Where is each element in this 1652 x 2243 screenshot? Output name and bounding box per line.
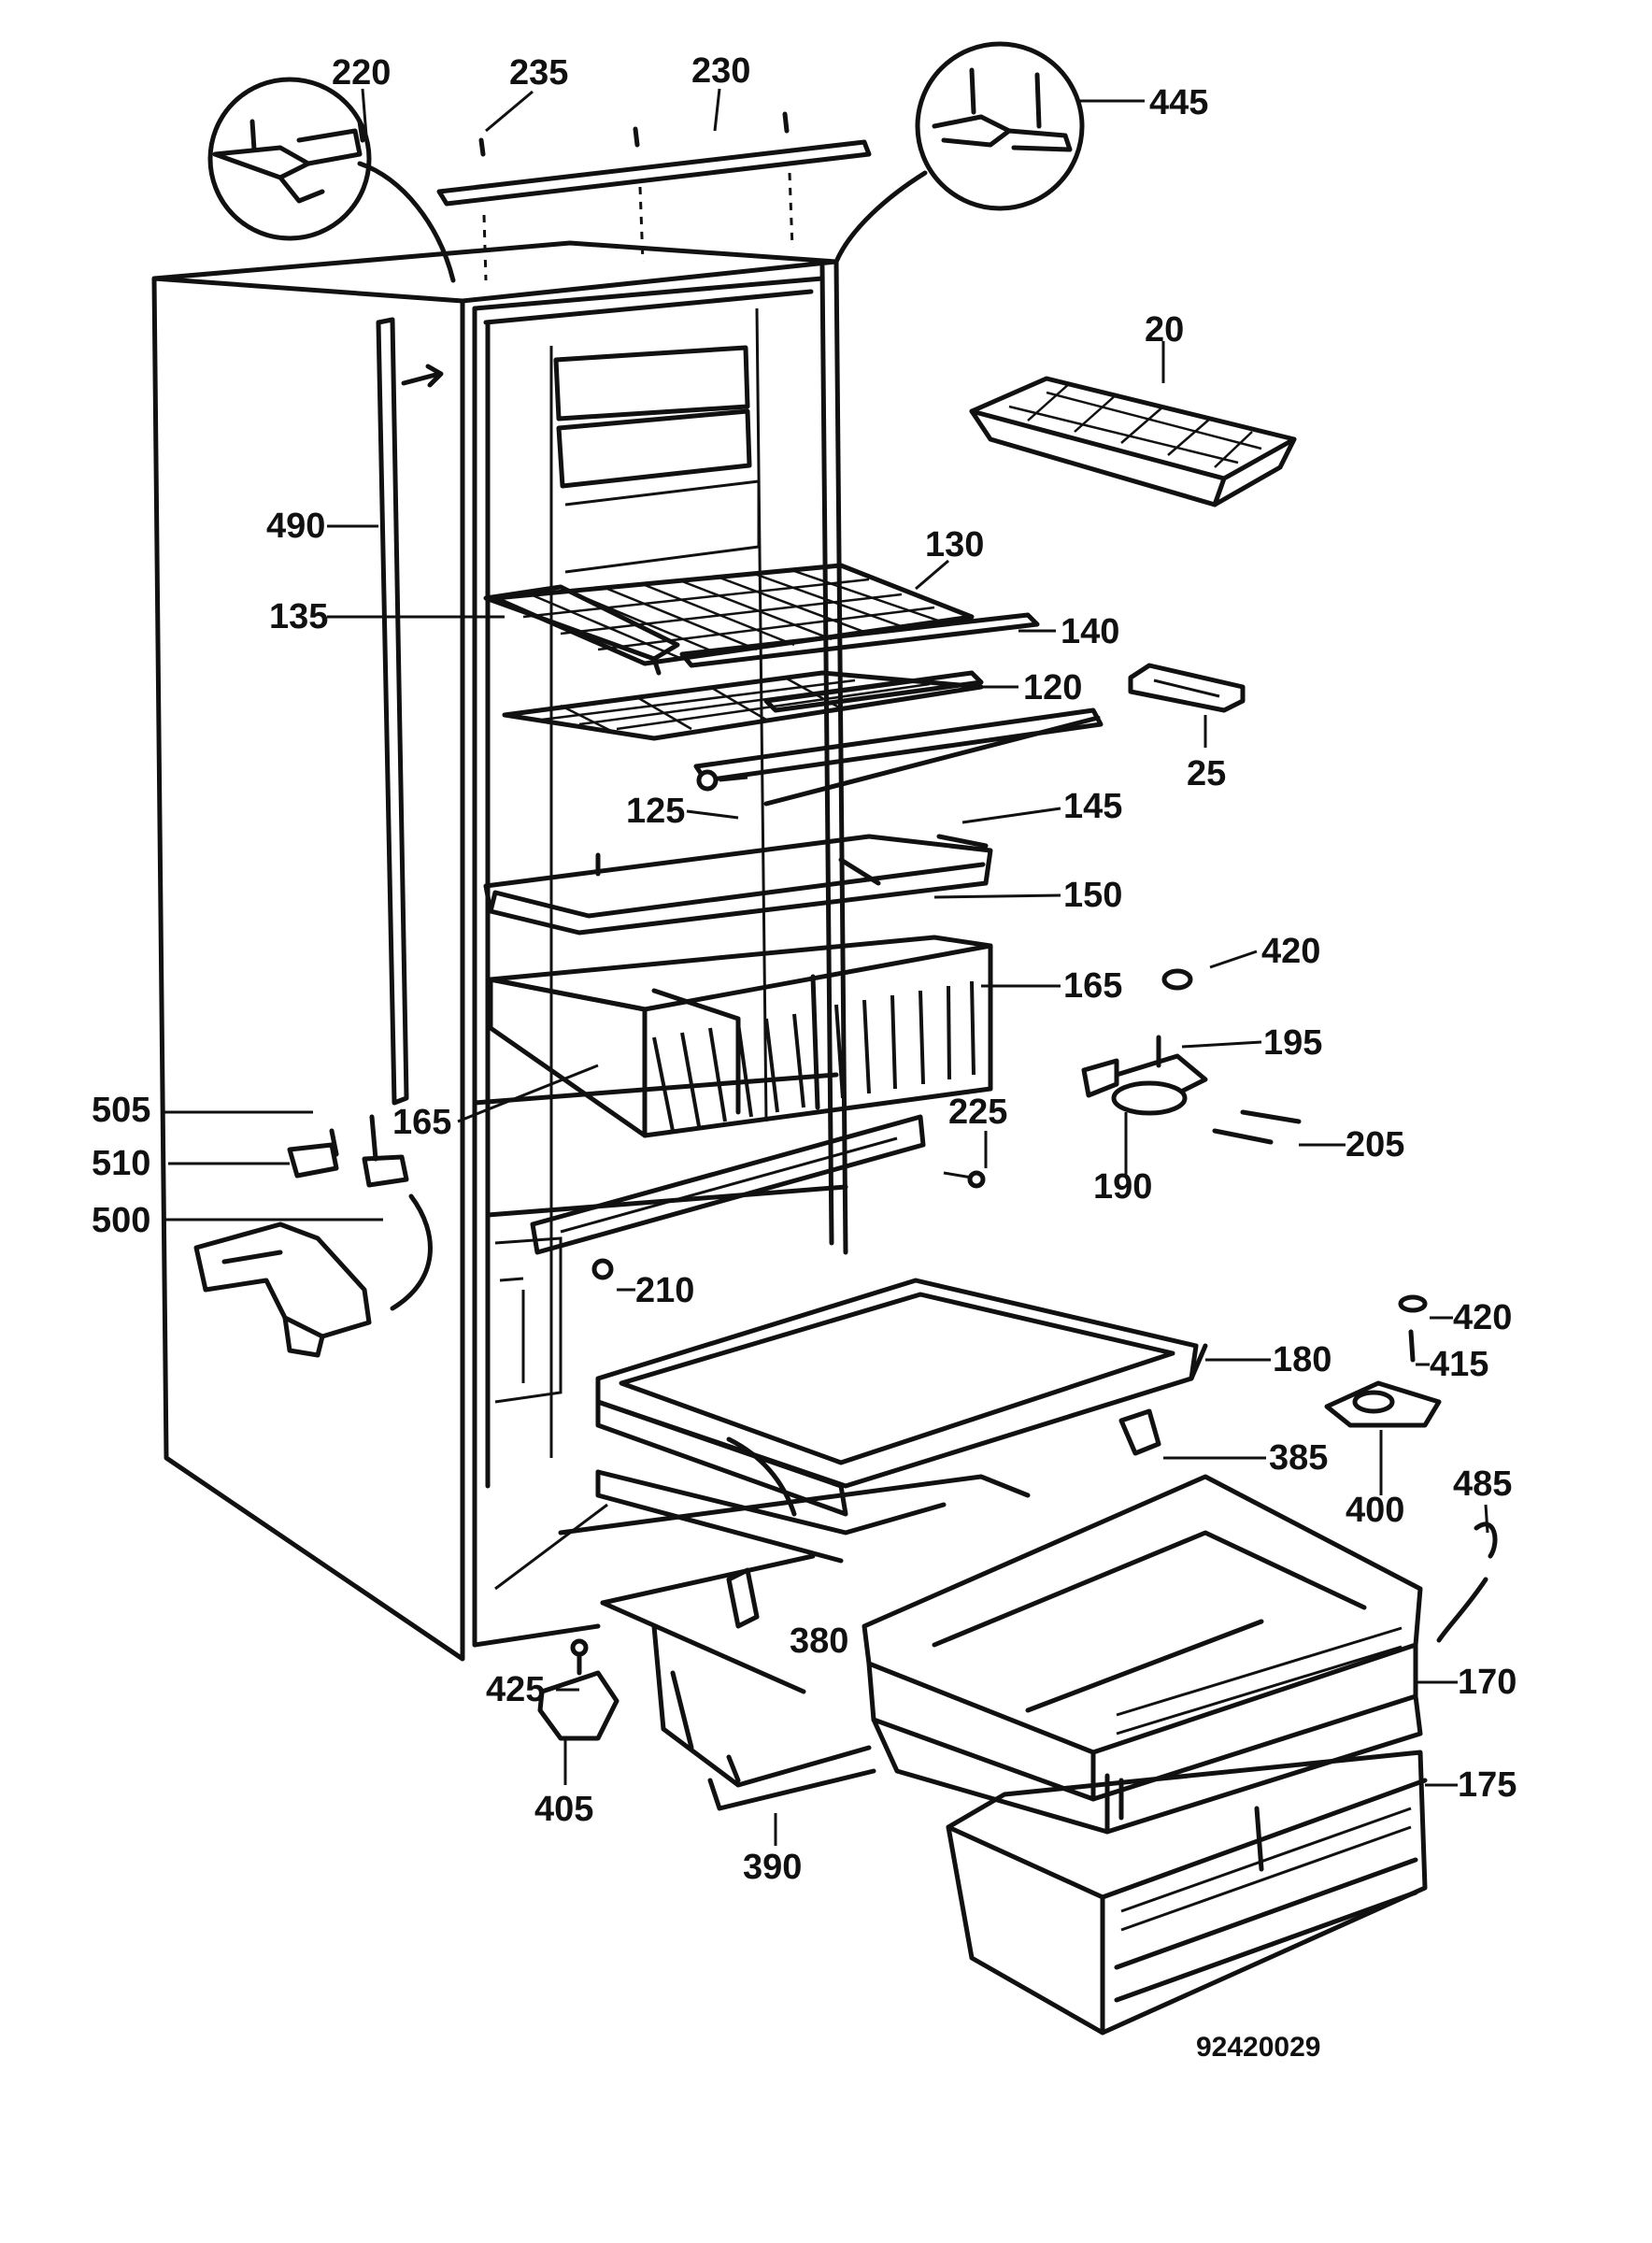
callout-135: 135 [269, 597, 328, 636]
divider-rail [530, 1114, 986, 1280]
refrigerator-cabinet [151, 240, 848, 1662]
callout-165-left: 165 [392, 1103, 451, 1142]
callout-120: 120 [1023, 668, 1082, 707]
callout-505: 505 [92, 1091, 150, 1130]
freezer-wire-shelf-130 [492, 563, 975, 666]
callout-210: 210 [635, 1271, 694, 1310]
callout-420-bottom: 420 [1453, 1298, 1512, 1337]
callout-225: 225 [948, 1093, 1007, 1132]
callout-165-right: 165 [1063, 966, 1122, 1006]
top-left-hinge-detail [207, 77, 456, 283]
callout-405: 405 [534, 1790, 593, 1829]
callout-195: 195 [1263, 1023, 1322, 1063]
callout-400: 400 [1346, 1491, 1404, 1530]
callout-20: 20 [1145, 310, 1184, 350]
callout-130: 130 [925, 525, 984, 564]
shelf-trim-140 [679, 612, 1040, 668]
callout-415: 415 [1430, 1345, 1488, 1384]
callout-425: 425 [486, 1670, 545, 1709]
crisper-drawer-175 [946, 1750, 1428, 2036]
drawing-number: 92420029 [1196, 2032, 1320, 2063]
shelf-supports [1118, 1294, 1498, 1643]
freezer-shelf-145 [483, 834, 993, 936]
callout-445: 445 [1149, 83, 1208, 122]
callout-485: 485 [1453, 1464, 1512, 1504]
callout-140: 140 [1061, 612, 1119, 651]
callout-145: 145 [1063, 787, 1122, 826]
callout-420-top: 420 [1261, 932, 1320, 971]
callout-190: 190 [1093, 1167, 1152, 1207]
crisper-support-frame [537, 1436, 1031, 1811]
ice-cube-tray [969, 376, 1297, 507]
callout-490: 490 [266, 507, 325, 546]
thermostat-parts [1081, 968, 1302, 1145]
callout-180: 180 [1273, 1340, 1332, 1379]
callout-220: 220 [332, 53, 391, 93]
leader-lines [164, 88, 1489, 1846]
callout-205: 205 [1346, 1125, 1404, 1164]
callout-230: 230 [691, 51, 750, 91]
callout-390: 390 [743, 1848, 802, 1887]
part-25-clip [1128, 663, 1246, 713]
callout-385: 385 [1269, 1438, 1328, 1478]
top-right-hinge-detail [833, 41, 1085, 264]
glass-shelf-180 [595, 1278, 1208, 1517]
wire-shelf-120 [502, 670, 984, 741]
callout-125: 125 [626, 792, 685, 831]
callout-25: 25 [1187, 754, 1226, 793]
callout-380: 380 [790, 1622, 848, 1661]
callout-175: 175 [1458, 1765, 1517, 1805]
lamp-assembly [193, 1114, 433, 1358]
shelf-rail-and-control-125 [693, 707, 1104, 807]
callout-150: 150 [1063, 876, 1122, 915]
crisper-drawer-170 [862, 1474, 1423, 1835]
callout-500: 500 [92, 1201, 150, 1240]
shelf-trim-135 [483, 584, 680, 676]
callout-170: 170 [1458, 1663, 1517, 1702]
callout-235: 235 [509, 53, 568, 93]
callout-510: 510 [92, 1144, 150, 1183]
top-hinge-cover-230 [436, 111, 872, 281]
callout-labels: 220 235 230 445 20 490 130 135 140 120 2… [92, 51, 1517, 1887]
freezer-baskets-165 [488, 935, 993, 1138]
